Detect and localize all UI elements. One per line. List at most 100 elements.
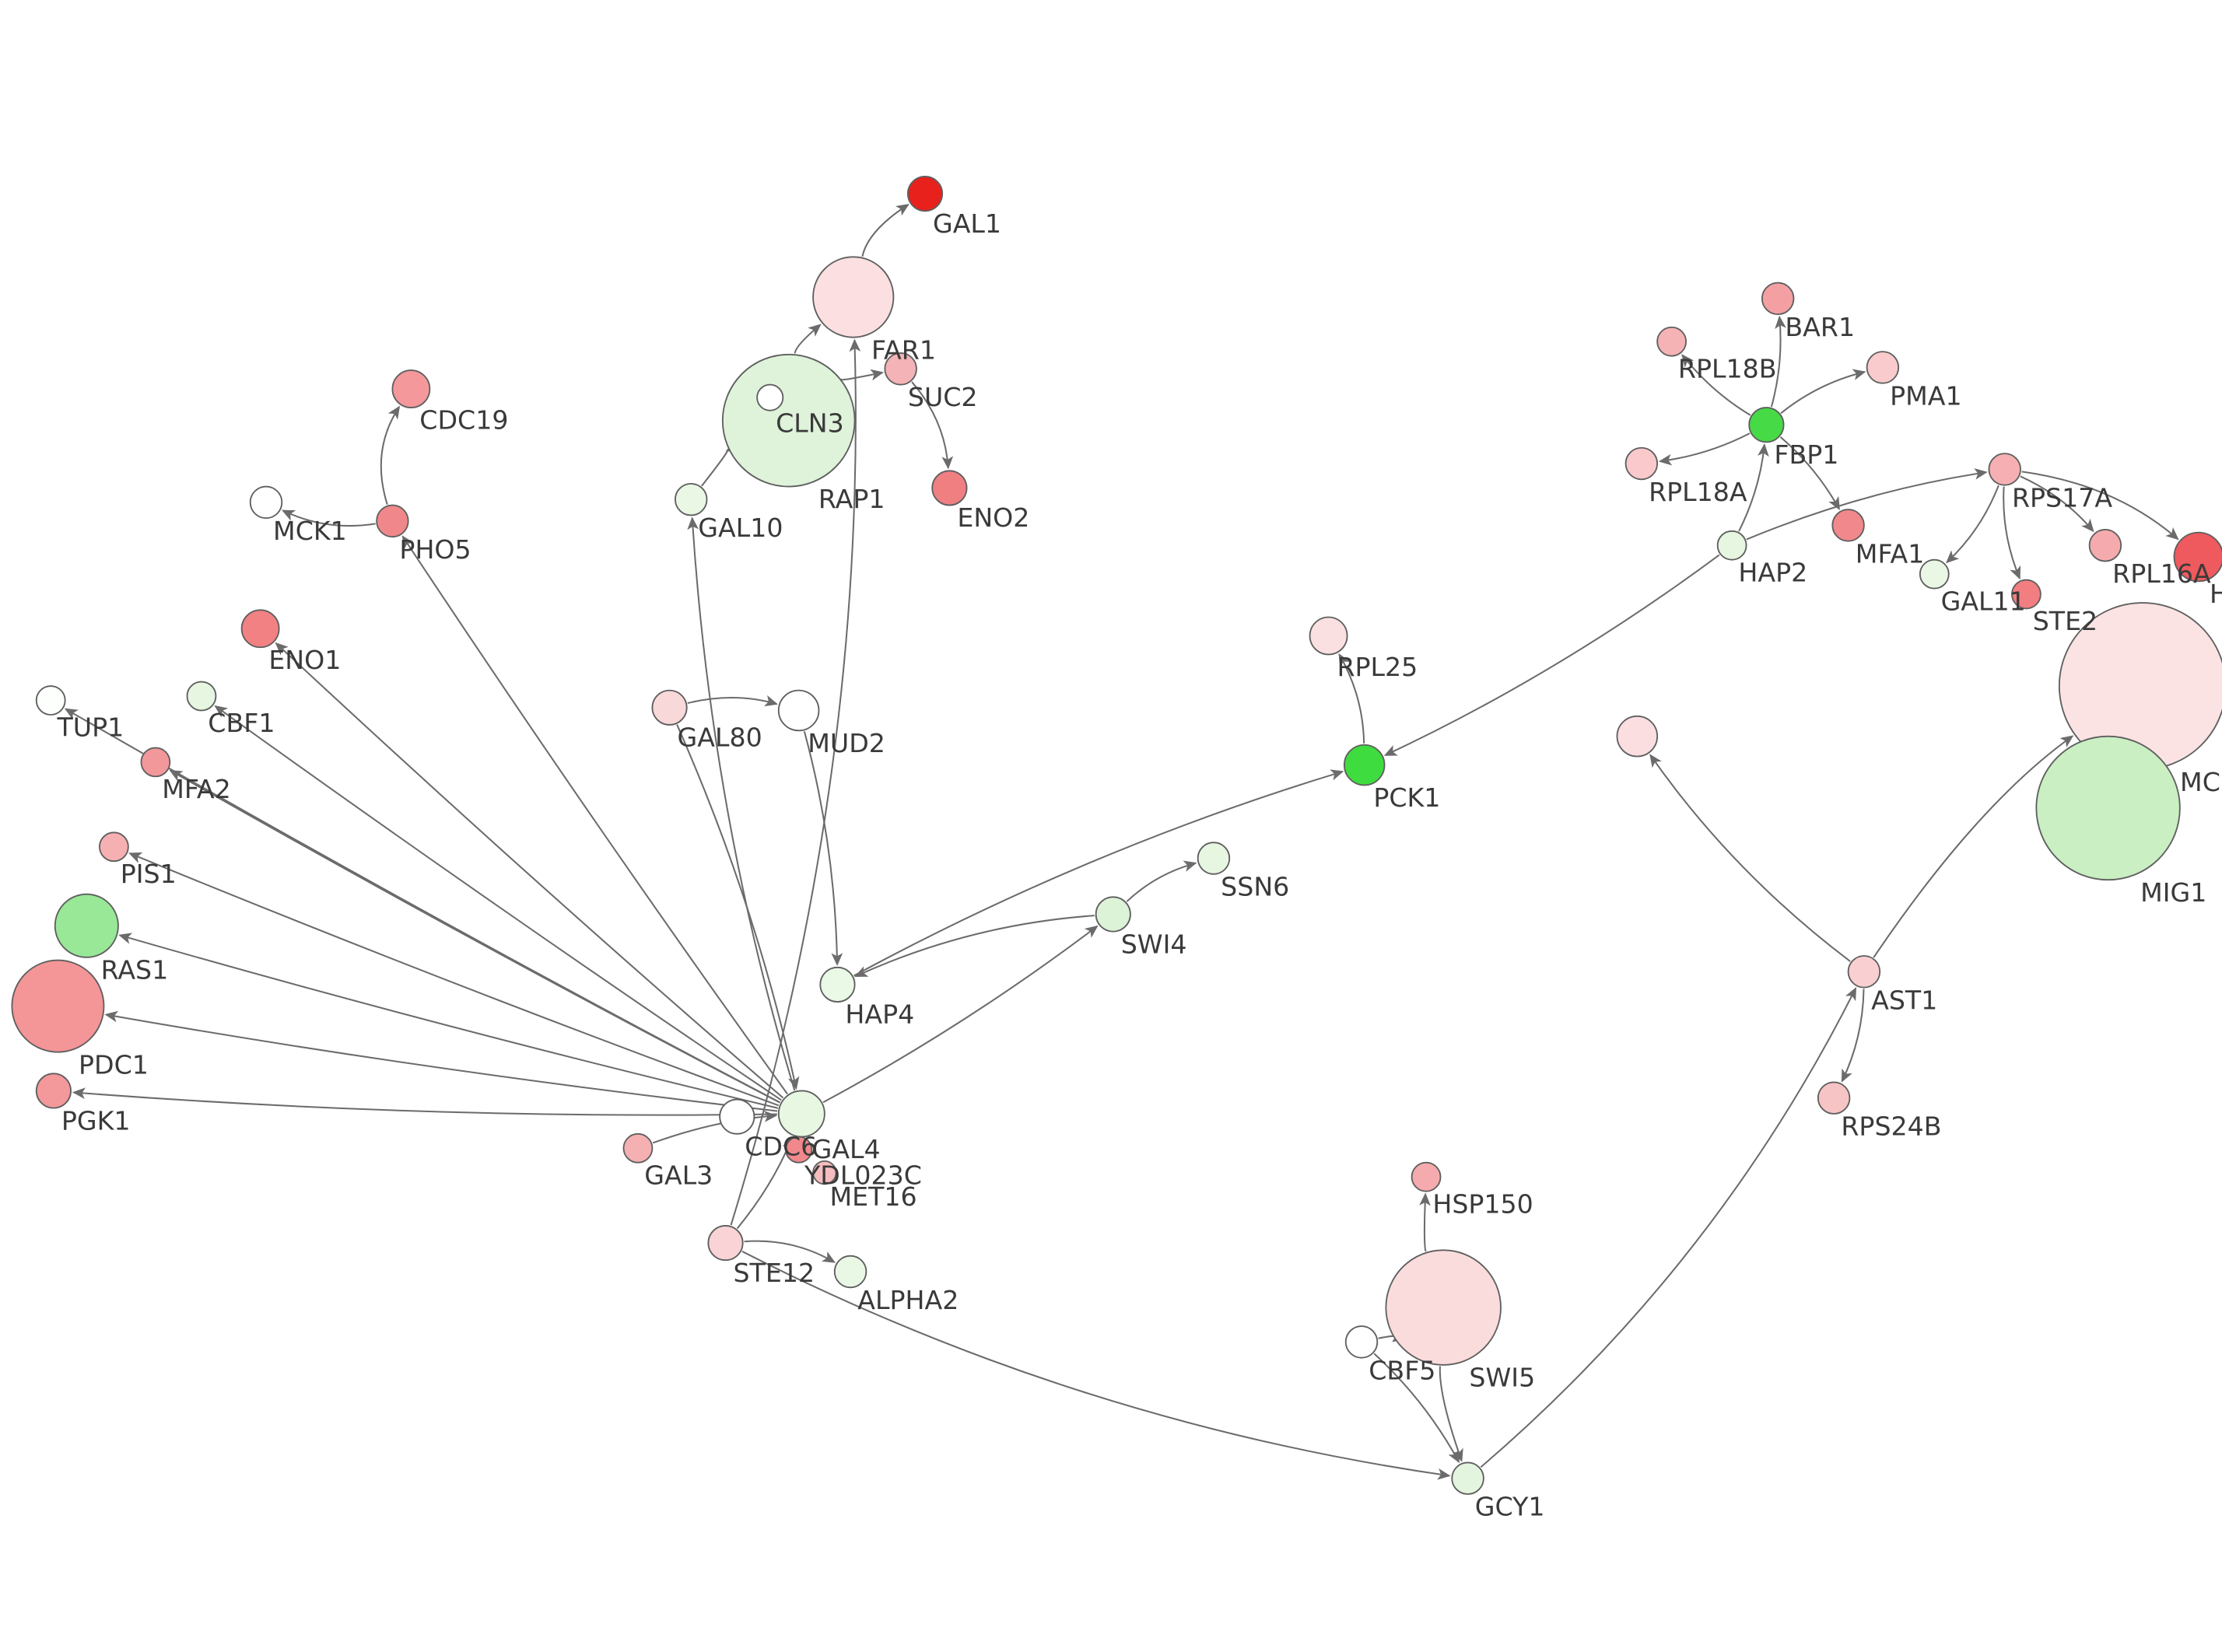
edge-STE12-FAR1[interactable]: [730, 338, 861, 1226]
edge-AST1-UNNAMED1[interactable]: [1649, 754, 1851, 962]
node-MCK1[interactable]: [249, 485, 283, 520]
edge-GAL4-ENO1[interactable]: [275, 642, 784, 1099]
edge-AST1-RPS24B[interactable]: [1841, 989, 1865, 1083]
edge-GAL4-SWI4[interactable]: [822, 925, 1099, 1104]
node-RAS1[interactable]: [54, 893, 119, 958]
edge-GAL4-PDC1[interactable]: [104, 1010, 778, 1112]
node-RPL25[interactable]: [1309, 616, 1348, 656]
edge-RPS17A-GAL11[interactable]: [1946, 485, 1999, 564]
edge-FBP1-MFA1[interactable]: [1779, 436, 1840, 510]
edge-SWI4-SSN6[interactable]: [1126, 860, 1197, 902]
edge-SWI5-GCY1[interactable]: [1439, 1366, 1463, 1462]
edge-FAR1-GAL1[interactable]: [861, 204, 909, 257]
node-FBP1[interactable]: [1748, 407, 1785, 443]
edge-GAL4-PIS1[interactable]: [128, 852, 780, 1107]
edge-HAP2-PCK1[interactable]: [1383, 554, 1720, 756]
node-AST1[interactable]: [1847, 955, 1881, 989]
edge-RAP1-FAR1[interactable]: [794, 324, 822, 354]
node-GAL80[interactable]: [651, 689, 688, 726]
node-CBF5[interactable]: [1344, 1325, 1379, 1359]
node-RPS17A[interactable]: [1988, 453, 2021, 486]
node-GAL3[interactable]: [622, 1132, 654, 1164]
node-RPL16A[interactable]: [2088, 529, 2122, 562]
node-HIS4[interactable]: [2173, 531, 2222, 583]
node-UNNAMED1[interactable]: [1616, 715, 1659, 758]
node-GAL10[interactable]: [675, 482, 708, 516]
node-PDC1[interactable]: [11, 959, 105, 1053]
edge-HAP2-RPS17A[interactable]: [1746, 468, 1988, 541]
node-STE12[interactable]: [707, 1225, 744, 1262]
edge-STE12-GCY1[interactable]: [741, 1251, 1451, 1480]
node-ENO1[interactable]: [240, 609, 280, 649]
node-ENO2[interactable]: [931, 470, 968, 506]
node-GAL1[interactable]: [906, 176, 944, 212]
node-CBF1[interactable]: [186, 681, 217, 712]
node-RPL18B[interactable]: [1656, 326, 1687, 357]
node-SUC2[interactable]: [884, 352, 917, 386]
edge-RPS17A-STE2[interactable]: [2003, 486, 2021, 580]
edge-GAL80-GAL4[interactable]: [676, 724, 800, 1090]
edge-GAL3-GAL4[interactable]: [652, 1111, 777, 1144]
node-ALPHA2[interactable]: [833, 1255, 867, 1289]
edge-GCY1-AST1[interactable]: [1480, 987, 1857, 1468]
node-BAR1[interactable]: [1761, 282, 1795, 316]
edge-GAL4-GAL10[interactable]: [687, 516, 796, 1091]
node-HAP4[interactable]: [819, 966, 856, 1003]
node-SWI4[interactable]: [1095, 896, 1131, 933]
node-RAP1[interactable]: [721, 353, 856, 488]
edge-GAL80-MUD2[interactable]: [687, 695, 778, 707]
edge-FBP1-RPL18A[interactable]: [1658, 432, 1751, 466]
node-MET16[interactable]: [812, 1160, 837, 1185]
edge-FBP1-RPL18B[interactable]: [1681, 354, 1751, 416]
node-PMA1[interactable]: [1866, 351, 1900, 384]
node-CLN3[interactable]: [756, 383, 784, 411]
node-HSP150[interactable]: [1411, 1161, 1442, 1192]
edge-CBF5-GCY1[interactable]: [1373, 1353, 1460, 1464]
edge-PHO5-CDC19[interactable]: [380, 405, 401, 505]
edge-SWI4-HAP4[interactable]: [854, 915, 1095, 978]
edge-AST1-MCM1[interactable]: [1873, 735, 2074, 958]
edge-GAL10-RAP1[interactable]: [701, 440, 740, 487]
edge-STE12-ALPHA2[interactable]: [744, 1240, 836, 1263]
node-STE2[interactable]: [2011, 579, 2042, 610]
edge-GAL4-PGK1[interactable]: [72, 1087, 777, 1116]
node-FAR1[interactable]: [812, 256, 895, 338]
node-PGK1[interactable]: [35, 1073, 72, 1109]
node-GCY1[interactable]: [1451, 1461, 1484, 1495]
node-PIS1[interactable]: [99, 831, 129, 863]
edge-PCK1-RPL25[interactable]: [1338, 653, 1365, 744]
edge-RAP1-SUC2[interactable]: [841, 369, 885, 381]
edge-GAL4-MFA2[interactable]: [169, 769, 780, 1104]
node-YDL023C[interactable]: [785, 1136, 813, 1164]
node-MUD2[interactable]: [777, 689, 820, 732]
edge-FBP1-PMA1[interactable]: [1780, 369, 1866, 415]
edge-RPS17A-RPL16A[interactable]: [2020, 475, 2094, 533]
node-SWI5[interactable]: [1385, 1249, 1502, 1366]
node-RPL18A[interactable]: [1624, 446, 1659, 481]
edge-SUC2-ENO2[interactable]: [911, 381, 954, 470]
node-PHO5[interactable]: [376, 504, 409, 538]
edge-GAL4-TUP1[interactable]: [64, 708, 780, 1104]
edge-MUD2-HAP4[interactable]: [803, 730, 843, 966]
node-MFA2[interactable]: [140, 747, 171, 778]
edge-FBP1-BAR1[interactable]: [1770, 315, 1786, 408]
node-GAL4[interactable]: [777, 1090, 825, 1138]
node-CDC6[interactable]: [719, 1098, 755, 1135]
node-MIG1[interactable]: [2035, 735, 2181, 881]
edge-HAP4-PCK1[interactable]: [853, 769, 1344, 977]
edge-RPS17A-HIS4[interactable]: [2021, 471, 2179, 541]
node-TUP1[interactable]: [35, 685, 66, 716]
edge-PHO5-MCK1[interactable]: [281, 509, 376, 527]
edge-GAL4-RAS1[interactable]: [118, 933, 779, 1109]
edge-GAL4-PHO5[interactable]: [401, 535, 788, 1095]
node-SSN6[interactable]: [1197, 842, 1231, 875]
node-MFA1[interactable]: [1831, 509, 1865, 542]
edge-HAP2-FBP1[interactable]: [1738, 443, 1769, 532]
node-CDC19[interactable]: [391, 369, 431, 409]
edge-SWI5-HSP150[interactable]: [1419, 1192, 1431, 1252]
node-RPS24B[interactable]: [1817, 1081, 1851, 1115]
node-HAP2[interactable]: [1716, 530, 1747, 561]
node-GAL11[interactable]: [1919, 558, 1950, 590]
node-PCK1[interactable]: [1343, 744, 1386, 786]
edge-GAL4-CBF1[interactable]: [214, 705, 782, 1101]
